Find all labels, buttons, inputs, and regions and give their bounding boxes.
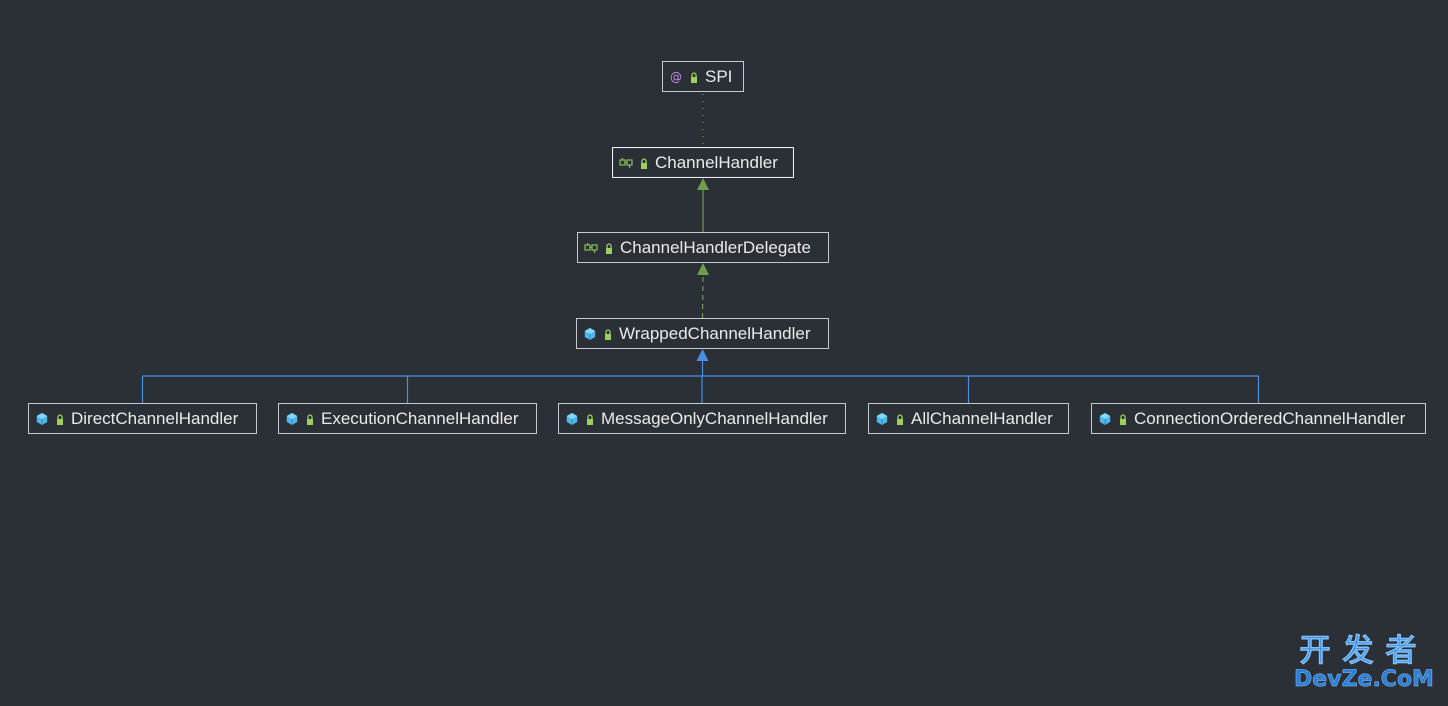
lock-icon — [55, 412, 65, 426]
interface-icon — [584, 241, 598, 255]
node-label-wrappedchannelhandler: WrappedChannelHandler — [619, 324, 811, 343]
node-label-connectionorderedchannelhandler: ConnectionOrderedChannelHandler — [1134, 409, 1406, 428]
node-channelhandler[interactable]: ChannelHandler — [612, 147, 794, 178]
interface-icon — [619, 156, 633, 170]
class-icon — [35, 412, 49, 426]
edge-wrappedchannelhandler-to-channelhandlerdelegate — [701, 274, 704, 319]
lock-icon — [689, 70, 699, 84]
class-icon — [583, 327, 597, 341]
class-icon — [875, 412, 889, 426]
node-allchannelhandler[interactable]: AllChannelHandler — [868, 403, 1069, 434]
node-label-channelhandler: ChannelHandler — [655, 153, 778, 172]
svg-text:@: @ — [670, 70, 682, 84]
lock-icon — [895, 412, 905, 426]
node-label-directchannelhandler: DirectChannelHandler — [71, 409, 239, 428]
class-icon — [565, 412, 579, 426]
node-label-executionchannelhandler: ExecutionChannelHandler — [321, 409, 519, 428]
node-connectionorderedchannelhandler[interactable]: ConnectionOrderedChannelHandler — [1091, 403, 1426, 434]
node-label-messageonlychannelhandler: MessageOnlyChannelHandler — [601, 409, 828, 428]
arrow-inheritance-to-wrappedchannelhandler — [696, 349, 709, 361]
watermark-logo: 开发者 DevZe.CoM — [1290, 633, 1438, 698]
lock-icon — [603, 327, 613, 341]
node-label-allchannelhandler: AllChannelHandler — [911, 409, 1053, 428]
arrow-channelhandlerdelegate-to-channelhandler — [697, 178, 709, 190]
lock-icon — [639, 156, 649, 170]
node-directchannelhandler[interactable]: DirectChannelHandler — [28, 403, 257, 434]
node-executionchannelhandler[interactable]: ExecutionChannelHandler — [278, 403, 537, 434]
node-messageonlychannelhandler[interactable]: MessageOnlyChannelHandler — [558, 403, 846, 434]
class-icon — [1098, 412, 1112, 426]
lock-icon — [585, 412, 595, 426]
watermark-bottom: DevZe.CoM — [1294, 667, 1434, 693]
lock-icon — [305, 412, 315, 426]
watermark-top: 开发者 — [1299, 633, 1429, 669]
arrow-wrappedchannelhandler-to-channelhandlerdelegate — [697, 263, 709, 275]
node-label-channelhandlerdelegate: ChannelHandlerDelegate — [620, 238, 811, 257]
node-wrappedchannelhandler[interactable]: WrappedChannelHandler — [576, 318, 829, 349]
node-label-spi: SPI — [705, 67, 733, 86]
lock-icon — [1118, 412, 1128, 426]
lock-icon — [604, 241, 614, 255]
node-channelhandlerdelegate[interactable]: ChannelHandlerDelegate — [577, 232, 829, 263]
node-spi[interactable]: @ SPI — [662, 61, 744, 92]
annotation-icon: @ — [669, 70, 683, 84]
class-icon — [285, 412, 299, 426]
